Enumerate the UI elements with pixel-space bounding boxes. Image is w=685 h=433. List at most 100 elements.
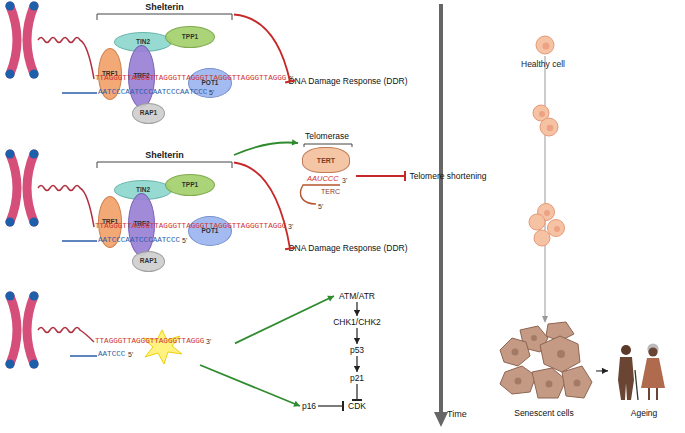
senescent-cells: Senescent cells: [492, 322, 596, 420]
pathway-node: CHK1/CHK2: [330, 316, 384, 328]
connector: [234, 139, 298, 155]
connector-line: [234, 143, 298, 156]
bracket: [97, 162, 232, 168]
terc-rna: [301, 185, 340, 204]
arrowhead: [292, 139, 298, 145]
arrowhead: [293, 401, 300, 407]
node-text: CDK: [348, 402, 366, 411]
dna-sequence: TTAGGGTTAGGGTTAGGGTTAGGGTTAGGGTTAGGGTTAG…: [95, 223, 286, 231]
nucleus: [543, 43, 550, 50]
chromosome: [5, 291, 38, 368]
node-text: RAP1: [140, 258, 157, 265]
node-text: Telomere shortening: [409, 172, 486, 181]
connector: [356, 171, 405, 181]
pathway-node: p16: [300, 400, 318, 412]
damage-star: [143, 330, 182, 364]
axis-label: Time: [447, 410, 467, 419]
nucleus: [515, 378, 522, 385]
person-legs: [649, 388, 657, 400]
connector-line: [234, 15, 290, 82]
telomere-strand: [38, 328, 94, 343]
node-text: DNA Damage Response (DDR): [288, 244, 407, 253]
connector: [352, 384, 362, 400]
inhibition-bar: [285, 248, 295, 250]
inhibition-bar: [285, 80, 295, 82]
arrowhead: [354, 338, 360, 344]
chromosome: [5, 149, 38, 226]
shelterin-bracket: [97, 14, 352, 168]
cell: [534, 230, 550, 246]
nucleus: [554, 226, 560, 232]
node-text: DNA Damage Response (DDR): [288, 77, 407, 86]
tert-shape: TERT: [302, 147, 350, 173]
protein-shape: POT1: [188, 216, 232, 246]
connector-line: [356, 328, 357, 344]
node-text: TTAGGGTTAGGGTTAGGGTTAGGG: [95, 338, 204, 346]
person-head: [648, 347, 657, 356]
nucleus: [574, 380, 581, 387]
time-axis: [439, 4, 443, 414]
connector: [354, 328, 360, 344]
connector-line: [356, 356, 357, 372]
bracket: [97, 14, 232, 20]
inhibition-bar: [352, 399, 362, 401]
strand-end: 3': [288, 75, 293, 82]
connector-line: [234, 163, 290, 249]
pathway-node: ATM/ATR: [334, 290, 380, 302]
cell: [529, 214, 545, 230]
rna-template: AAUCCC: [307, 175, 339, 183]
senescent-cell: [532, 368, 566, 398]
telomere-strand: [70, 355, 97, 357]
connector-line: [596, 370, 608, 371]
shelterin-complex: ShelterinTIN2TPP1TRF1TRF2POT1RAP1: [92, 2, 234, 127]
arrowhead: [354, 366, 360, 372]
nucleus: [539, 111, 545, 117]
node-text: Shelterin: [97, 2, 232, 13]
connector: [354, 356, 360, 372]
telomere-strand: [62, 240, 97, 242]
inhibition-bar: [342, 401, 344, 411]
nucleus: [546, 381, 553, 388]
dna-sequence: AATCCCAATCCCAATCCCAATCCC: [98, 89, 207, 97]
telomere-strands: [38, 38, 97, 357]
cell-timeline: [545, 56, 546, 318]
senescent-cell: [500, 338, 530, 366]
senescent-cell: [540, 336, 580, 372]
arrowhead: [327, 296, 334, 302]
connector-line: [356, 302, 357, 316]
senescent-nuclei: [512, 335, 581, 388]
nucleus: [547, 125, 554, 132]
node-text: Shelterin: [97, 150, 232, 161]
senescent-cell: [562, 366, 592, 398]
strand-end: 3': [342, 177, 347, 184]
telomere-strand: [38, 186, 94, 228]
telomere-strand: [38, 38, 94, 80]
nucleus: [557, 350, 565, 358]
arrowhead: [354, 310, 360, 316]
protein-shape: RAP1: [132, 103, 165, 124]
node-text: TPP1: [182, 182, 198, 189]
outcome-label: Telomere shortening: [405, 170, 491, 182]
cell-timeline-head: [542, 316, 548, 323]
shelterin-complex: ShelterinTIN2TPP1TRF1TRF2POT1RAP1: [92, 150, 234, 275]
protein-shape: TPP1: [165, 174, 215, 196]
damaged-telomere: TTAGGGTTAGGGTTAGGGTTAGGG3'AATCCC5': [95, 338, 235, 365]
cell-label: Healthy cell: [521, 60, 565, 69]
ageing-figure: Ageing: [608, 338, 680, 420]
node-text: AATCCC: [98, 351, 125, 359]
inhibition-bar: [404, 171, 406, 181]
outcome-label: DNA Damage Response (DDR): [290, 75, 406, 88]
strand-end: 5': [209, 89, 214, 96]
cell: [536, 36, 554, 54]
time-arrowhead: [434, 412, 448, 427]
node-text: ATM/ATR: [339, 292, 375, 301]
cell: [540, 118, 558, 136]
node-text: CHK1/CHK2: [333, 318, 381, 327]
person-head: [621, 345, 631, 355]
connector-line: [318, 405, 343, 406]
node-text: 5': [128, 351, 133, 358]
connector: [235, 296, 334, 344]
cell-nuclei: [539, 43, 560, 233]
